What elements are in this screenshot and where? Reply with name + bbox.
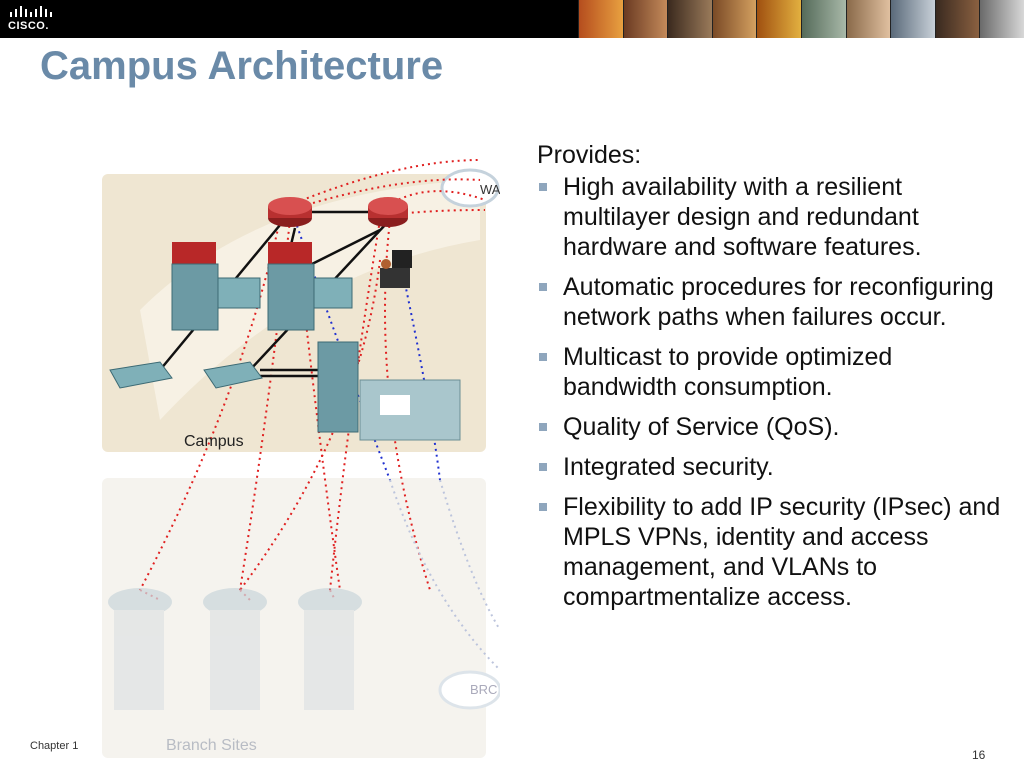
cisco-bars-icon: [10, 6, 52, 17]
bullet-square-icon: [539, 183, 547, 191]
campus-label: Campus: [184, 433, 244, 450]
bullet-item: Quality of Service (QoS).: [537, 412, 1007, 442]
header-bar: CISCO.: [0, 0, 1024, 38]
workstation: [380, 250, 412, 288]
access-switch-1: [109, 361, 173, 389]
access-switch-2: [203, 361, 263, 389]
branch-panel: [102, 478, 486, 758]
provides-heading: Provides:: [537, 141, 642, 169]
bullet-item: Automatic procedures for reconfiguring n…: [537, 272, 1007, 332]
page-number: 16: [972, 748, 986, 762]
branch-cloud-icon: [438, 670, 500, 710]
bullet-item: High availability with a resilient multi…: [537, 172, 1007, 262]
firewall-switch-1: [171, 242, 261, 331]
campus-building: [359, 379, 461, 441]
bullet-item: Flexibility to add IP security (IPsec) a…: [537, 492, 1007, 612]
cisco-logo-text: CISCO.: [8, 20, 49, 32]
branch-cloud-label: BRC: [470, 682, 497, 697]
bullet-square-icon: [539, 463, 547, 471]
chapter-label: Chapter 1: [30, 740, 79, 752]
bullet-square-icon: [539, 353, 547, 361]
branch-sites-label: Branch Sites: [166, 737, 257, 754]
campus-network-diagram: WA BRC: [102, 159, 500, 758]
bullet-section: Provides: High availability with a resil…: [537, 140, 1007, 622]
bullet-square-icon: [539, 503, 547, 511]
wan-label: WA: [480, 182, 500, 197]
bullet-square-icon: [539, 423, 547, 431]
branch-site-3: [298, 588, 362, 710]
server: [317, 341, 359, 433]
firewall-switch-2: [267, 242, 353, 331]
slide-title: Campus Architecture: [40, 44, 444, 88]
core-router-2: [368, 197, 408, 227]
branch-site-2: [203, 588, 267, 710]
bullet-square-icon: [539, 283, 547, 291]
bullet-item: Integrated security.: [537, 452, 1007, 482]
bullet-item: Multicast to provide optimized bandwidth…: [537, 342, 1007, 402]
header-photo-strip: [578, 0, 1024, 38]
core-router-1: [268, 197, 312, 227]
branch-site-1: [108, 588, 172, 710]
bullet-list: High availability with a resilient multi…: [537, 172, 1007, 612]
